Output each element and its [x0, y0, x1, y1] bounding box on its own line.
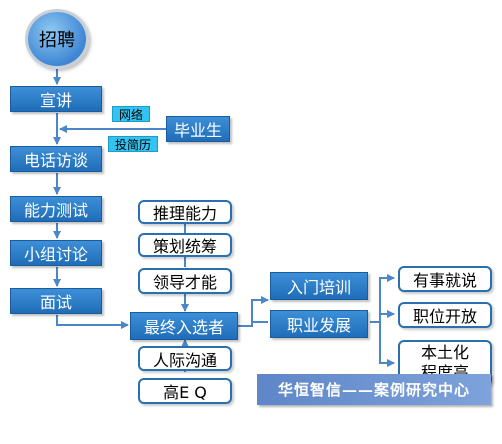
tag-submit-resume: 投简历	[108, 136, 158, 152]
criterion-communication: 人际沟通	[138, 346, 232, 371]
step-group-discussion: 小组讨论	[10, 240, 102, 266]
criterion-planning: 策划统筹	[138, 233, 232, 257]
footer-banner: 华恒智信——案例研究中心	[257, 374, 491, 405]
outcome-speak-freely: 有事就说	[398, 266, 492, 292]
localization-line-1: 本土化	[420, 343, 469, 362]
step-interview: 面试	[10, 288, 102, 314]
path-career-development: 职业发展	[270, 310, 368, 338]
criterion-reasoning: 推理能力	[138, 200, 232, 224]
outcome-open-positions: 职位开放	[398, 302, 492, 328]
step-ability-test: 能力测试	[10, 196, 102, 222]
criterion-eq: 高E Q	[138, 378, 232, 404]
step-phone-interview: 电话访谈	[10, 146, 102, 172]
step-presentation: 宣讲	[10, 86, 102, 112]
tag-network: 网络	[112, 106, 150, 122]
graduates-node: 毕业生	[166, 116, 230, 142]
path-onboarding-training: 入门培训	[270, 272, 368, 300]
final-candidates-node: 最终入选者	[130, 312, 238, 340]
criterion-leadership: 领导才能	[138, 268, 232, 294]
start-node-recruitment: 招聘	[25, 9, 89, 69]
